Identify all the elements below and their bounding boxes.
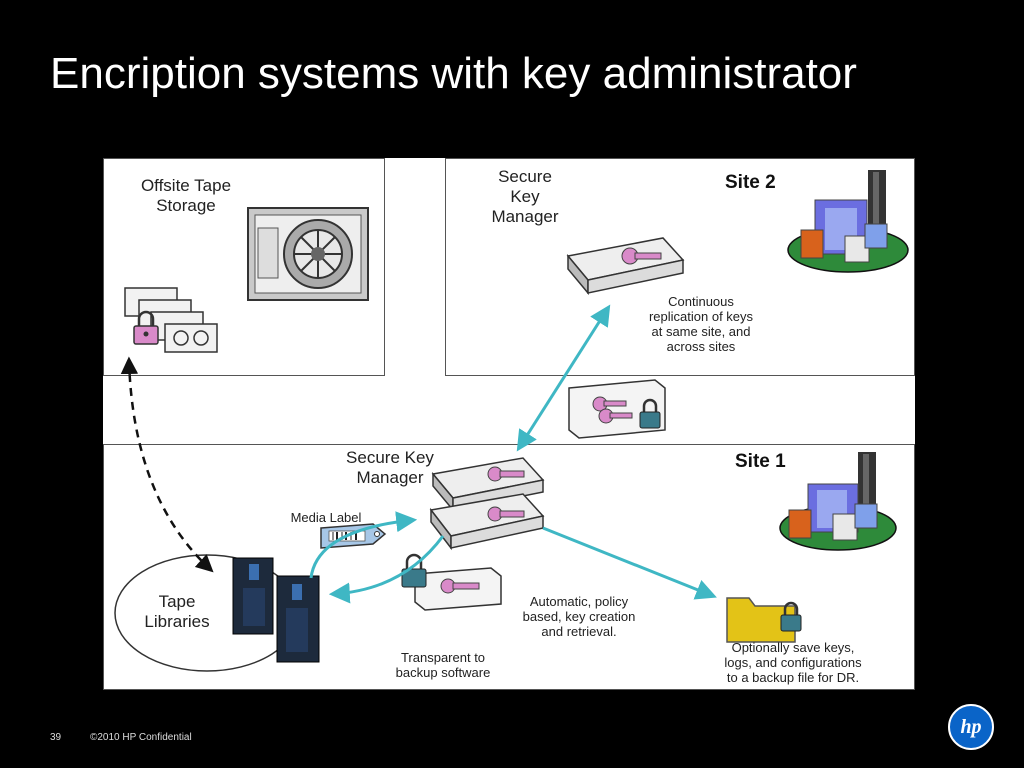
vault-icon — [247, 207, 369, 301]
library-key-arrow — [328, 535, 445, 604]
tape-libraries-label: Tape Libraries — [144, 592, 210, 631]
backup-folder-icon — [726, 597, 802, 643]
lock-icon — [133, 310, 159, 345]
hp-logo: hp — [948, 704, 994, 750]
auto-policy-note: Automatic, policy based, key creation an… — [522, 594, 636, 639]
site2-buildings-icon — [787, 170, 909, 273]
page-number: 39 — [50, 732, 62, 743]
encryption-diagram: Offsite Tape Storage Secure Key Manager … — [103, 158, 915, 690]
backup-arrow — [542, 526, 717, 600]
site2-key-manager-icon — [566, 237, 685, 296]
site2-label: Site 2 — [725, 172, 776, 193]
offsite-storage-label: Offsite Tape Storage — [140, 176, 232, 215]
hp-logo-text: hp — [960, 716, 982, 738]
transparent-note: Transparent to backup software — [395, 650, 491, 680]
replication-note: Continuous replication of keys at same s… — [648, 294, 754, 354]
site1-key-managers-icon — [429, 457, 545, 551]
site1-key-manager-label: Secure Key Manager — [346, 448, 434, 487]
key-lock-box-icon — [401, 553, 502, 611]
diagram-graphics — [114, 170, 909, 672]
slide-title: Encription systems with key administrato… — [50, 49, 857, 98]
copyright-text: ©2010 HP Confidential — [90, 732, 192, 743]
offsite-transfer-arrow — [120, 356, 214, 573]
media-label-arrow — [309, 511, 418, 579]
backup-note: Optionally save keys, logs, and configur… — [724, 640, 862, 685]
media-label-text: Media Label — [290, 510, 362, 525]
site1-label: Site 1 — [735, 451, 786, 472]
site2-key-manager-label: Secure Key Manager — [491, 167, 559, 226]
key-transfer-box-icon — [568, 379, 666, 439]
site1-buildings-icon — [779, 452, 897, 551]
tape-cartridges-icon — [124, 287, 218, 353]
replication-arrow — [516, 304, 611, 452]
tape-library-icon — [114, 554, 320, 672]
